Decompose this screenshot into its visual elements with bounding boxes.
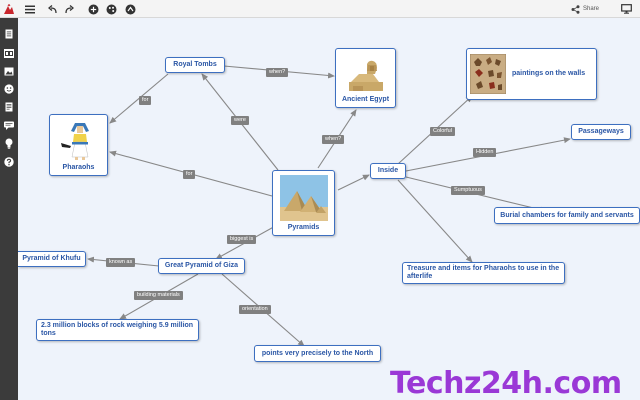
document-icon[interactable] [3,28,15,40]
node-points-north[interactable]: points very precisely to the North [254,345,381,362]
image-strip-icon[interactable] [3,47,15,59]
node-label: Inside [377,167,399,174]
node-burial-chambers[interactable]: Burial chambers for family and servants [494,207,640,224]
redo-icon[interactable] [63,2,75,16]
wall-painting-image-icon [470,54,506,94]
node-label: Pyramid of Khufu [22,255,81,262]
link-label-known-as[interactable]: known as [106,258,136,267]
node-treasure[interactable]: Treasure and items for Pharaohs to use i… [402,262,565,284]
node-label: paintings on the walls [512,70,586,77]
node-label: Treasure and items for Pharaohs to use i… [407,265,560,280]
node-inside[interactable]: Inside [370,163,406,179]
node-passageways[interactable]: Passageways [571,124,631,140]
layout-icon[interactable] [124,2,137,16]
lightbulb-icon[interactable] [3,137,15,149]
link-label-building-materials[interactable]: building materials [134,291,183,300]
link-label-when-pyramids[interactable]: when? [322,135,345,144]
link-label-for-tombs[interactable]: for [139,96,152,105]
present-icon[interactable] [620,2,632,16]
share-button[interactable]: Share [571,2,605,16]
node-pyramids[interactable]: Pyramids [272,170,335,236]
mind-map-canvas[interactable]: were for when? when? for Colorful Hidden… [18,18,640,400]
sidebar [0,18,18,400]
notes-icon[interactable] [3,101,15,113]
comment-icon[interactable] [3,119,15,131]
add-icon[interactable] [87,2,100,16]
node-great-pyramid-of-giza[interactable]: Great Pyramid of Giza [158,258,245,274]
node-pharaohs[interactable]: Pharaohs [49,114,108,176]
node-rock-blocks[interactable]: 2.3 million blocks of rock weighing 5.9 … [36,319,199,341]
node-label: Royal Tombs [173,61,217,68]
link-label-were[interactable]: were [231,116,249,125]
node-label: Pyramids [287,224,320,231]
menu-icon[interactable] [24,2,36,16]
node-label: Passageways [578,128,624,135]
toolbar: Share [0,0,640,18]
link-label-biggest-is[interactable]: biggest is [227,235,257,244]
pyramids-image-icon [279,175,328,221]
link-label-colorful[interactable]: Colorful [430,127,455,136]
edge-pyramids-inside [337,174,370,191]
node-paintings[interactable]: paintings on the walls [466,48,597,100]
emoji-icon[interactable] [3,83,15,95]
app-logo-icon[interactable] [2,2,16,16]
help-icon[interactable] [3,156,15,168]
link-label-orientation[interactable]: orientation [239,305,271,314]
watermark-text: Techz24h.com [390,366,622,400]
node-label: Great Pyramid of Giza [164,262,239,269]
undo-icon[interactable] [47,2,59,16]
node-pyramid-of-khufu[interactable]: Pyramid of Khufu [18,251,86,267]
style-icon[interactable] [105,2,118,16]
picture-icon[interactable] [3,65,15,77]
sphinx-image-icon [348,60,383,91]
node-ancient-egypt[interactable]: Ancient Egypt [335,48,396,108]
node-label: 2.3 million blocks of rock weighing 5.9 … [41,322,194,337]
link-label-when-tombs[interactable]: when? [266,68,289,77]
node-label: Burial chambers for family and servants [500,211,634,219]
edge-inside-treasure [397,179,473,263]
node-label: points very precisely to the North [261,349,374,357]
pharaoh-image-icon [60,123,89,160]
node-label: Pharaohs [62,164,95,171]
link-label-hidden[interactable]: Hidden [473,148,497,157]
share-label: Share [583,6,600,12]
link-label-sumptuous[interactable]: Sumptuous [451,186,485,195]
share-icon [571,4,580,14]
node-royal-tombs[interactable]: Royal Tombs [165,57,225,73]
node-label: Ancient Egypt [341,96,390,103]
link-label-for-pyramids[interactable]: for [183,170,196,179]
